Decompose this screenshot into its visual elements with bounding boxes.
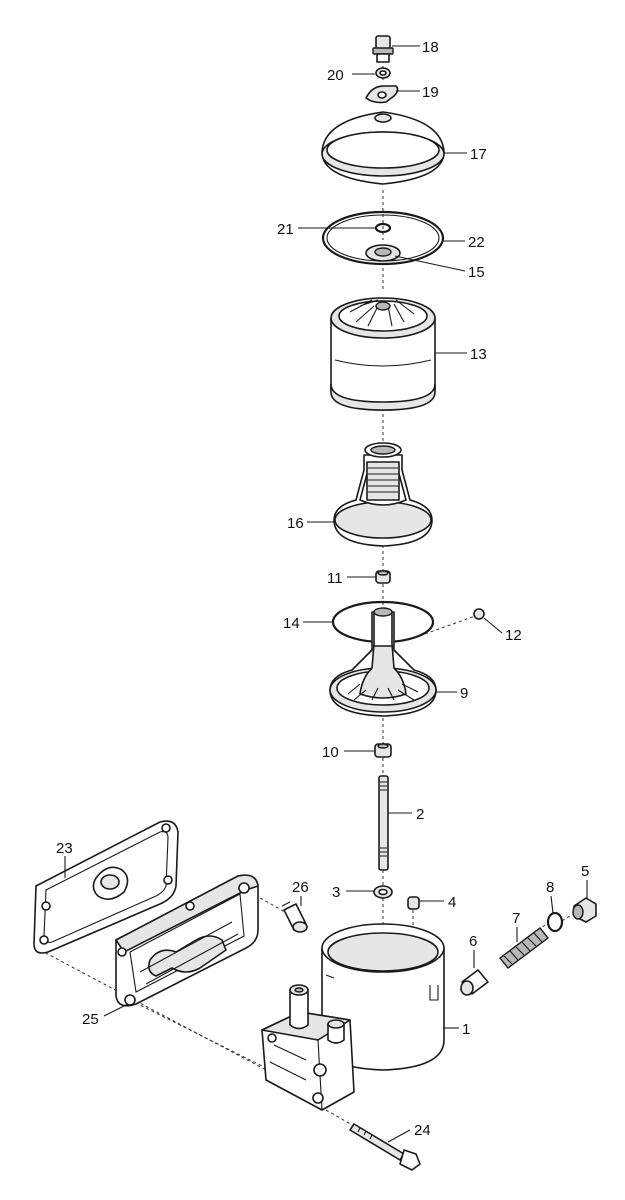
callout-23: 23 <box>56 840 73 857</box>
part-26-sleeve <box>281 901 308 933</box>
callout-26: 26 <box>292 879 309 896</box>
callout-4: 4 <box>448 894 456 911</box>
part-13-filter-element <box>330 297 436 411</box>
part-5-plug <box>572 897 597 923</box>
part-24-bolt <box>349 1123 421 1171</box>
callout-7: 7 <box>512 910 520 927</box>
callout-3: 3 <box>332 884 340 901</box>
callout-8: 8 <box>546 879 554 896</box>
callout-11: 11 <box>327 570 343 587</box>
part-19-bracket <box>365 85 399 104</box>
callout-6: 6 <box>469 933 477 950</box>
callout-19: 19 <box>422 84 439 101</box>
part-11-nut <box>375 570 391 584</box>
callout-16: 16 <box>287 515 304 532</box>
part-7-spring <box>499 927 549 969</box>
callout-2: 2 <box>416 806 424 823</box>
part-9-rotor <box>329 607 437 717</box>
callout-leader-lines <box>64 45 588 1143</box>
part-25-cooler-plate <box>115 874 259 1007</box>
callout-10: 10 <box>322 744 339 761</box>
part-4-plug <box>407 896 420 910</box>
callout-18: 18 <box>422 39 439 56</box>
callout-12: 12 <box>505 627 522 644</box>
callout-17: 17 <box>470 146 487 163</box>
callout-5: 5 <box>581 863 589 880</box>
part-23-gasket <box>33 820 179 954</box>
callout-21: 21 <box>277 221 294 238</box>
part-6-piston <box>460 969 489 996</box>
part-3-washer <box>373 885 393 899</box>
callout-22: 22 <box>468 234 485 251</box>
callout-13: 13 <box>470 346 487 363</box>
callout-1: 1 <box>462 1021 470 1038</box>
callout-14: 14 <box>283 615 300 632</box>
callout-15: 15 <box>468 264 485 281</box>
part-17-cover <box>321 111 445 185</box>
part-2-shaft <box>378 775 389 871</box>
part-8-washer <box>546 911 564 933</box>
callout-24: 24 <box>414 1122 431 1139</box>
part-20-washer <box>375 67 391 79</box>
part-12-check-ball <box>473 608 485 620</box>
callout-labels: 18 20 19 17 21 22 15 13 16 11 14 12 9 10… <box>56 39 589 1139</box>
part-18-plug <box>372 35 394 63</box>
callout-9: 9 <box>460 685 468 702</box>
part-1-housing <box>261 923 445 1111</box>
callout-20: 20 <box>327 67 344 84</box>
part-10-nut <box>374 743 392 758</box>
part-15-seal <box>365 244 401 262</box>
part-21-small-o-ring <box>374 222 392 234</box>
callout-25: 25 <box>82 1011 99 1028</box>
part-16-standpipe <box>333 442 433 547</box>
